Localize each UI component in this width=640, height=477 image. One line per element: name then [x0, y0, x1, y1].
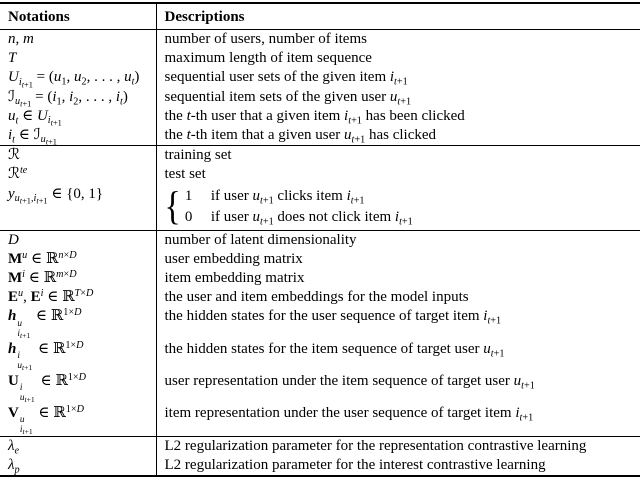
description-cell: the hidden states for the user sequence … [164, 308, 502, 327]
description-cell: number of latent dimensionality [156, 229, 640, 250]
table-row: Eu, Ei ∈ ℝT×D the user and item embedding… [0, 288, 640, 308]
script-U: U [8, 69, 19, 86]
description-cell: the hidden states for the item sequence … [164, 340, 505, 359]
table-row: ut ∈ Uit+1 the t-th user that a given ite… [0, 106, 640, 127]
description-cell: number of users, number of items [156, 29, 640, 50]
description-cell: test set [164, 166, 206, 183]
cases-brace: { [164, 184, 181, 229]
notation-cell: D [0, 229, 157, 250]
notation-cell: Mi ∈ ℝm×D [0, 269, 157, 289]
description-cell: the t-th user that a given item it+1 has… [164, 107, 465, 127]
table-row: Mi ∈ ℝm×D item embedding matrix [0, 269, 640, 289]
notation-cell: Uit+1 = (u1, u2, . . . , ut) [0, 68, 157, 88]
table-row: λp L2 regularization parameter for the in… [0, 455, 640, 477]
description-cell: L2 regularization parameter for the inte… [164, 456, 546, 473]
notation-cell: ℐut+1 = (i1, i2, . . . , it) [0, 87, 157, 107]
script-I: ℐ [8, 88, 16, 105]
header-row: Notations Descriptions [0, 3, 640, 30]
description-cell: item embedding matrix [164, 270, 305, 287]
descriptions-column-header: Descriptions [156, 3, 640, 30]
notation-cell: λe [0, 435, 157, 456]
script-U: U [36, 107, 48, 124]
description-cell: training set [156, 145, 640, 166]
notation-cell: n, m [0, 29, 157, 50]
table-row: Uit+1 = (u1, u2, . . . , ut) sequential u… [0, 68, 640, 88]
notations-column-header: Notations [0, 3, 157, 30]
description-cell: the user and item embeddings for the mod… [164, 289, 469, 306]
description-cell: L2 regularization parameter for the repr… [156, 435, 640, 456]
description-cell: user representation under the item seque… [164, 372, 535, 391]
notation-cell: λp [0, 455, 157, 477]
table-row: Mu ∈ ℝn×D user embedding matrix [0, 249, 640, 270]
table-row: ℛte test set [0, 165, 640, 185]
script-I: ℐ [33, 127, 41, 144]
description-cell: the t-th item that a given user ut+1 has… [164, 127, 437, 146]
description-cell: item representation under the user seque… [164, 404, 534, 423]
notation-cell: ℛte [0, 165, 157, 185]
table-header: Notations Descriptions [0, 3, 640, 30]
script-R: ℛ [8, 166, 20, 183]
description-cell: sequential user sets of the given item i… [164, 69, 408, 88]
description-cell: sequential item sets of the given user u… [164, 88, 412, 107]
table-row: ℐut+1 = (i1, i2, . . . , it) sequential i… [0, 87, 640, 107]
notation-cell: Mu ∈ ℝn×D [0, 249, 157, 270]
notation-cell: ℛ [0, 145, 157, 166]
script-R: ℛ [8, 147, 20, 164]
notation-cell: yut+1,it+1 ∈ {0, 1} [0, 184, 157, 231]
notation-cell: ut ∈ Uit+1 [0, 106, 157, 127]
description-cell: user embedding matrix [164, 250, 303, 267]
notation-cell: it ∈ ℐut+1 [0, 126, 157, 146]
table-row: it ∈ ℐut+1 the t-th item that a given use… [0, 126, 640, 146]
notation-cell: T [0, 49, 157, 69]
notation-cell: Eu, Ei ∈ ℝT×D [0, 288, 157, 308]
description-cell: maximum length of item sequence [164, 50, 372, 67]
